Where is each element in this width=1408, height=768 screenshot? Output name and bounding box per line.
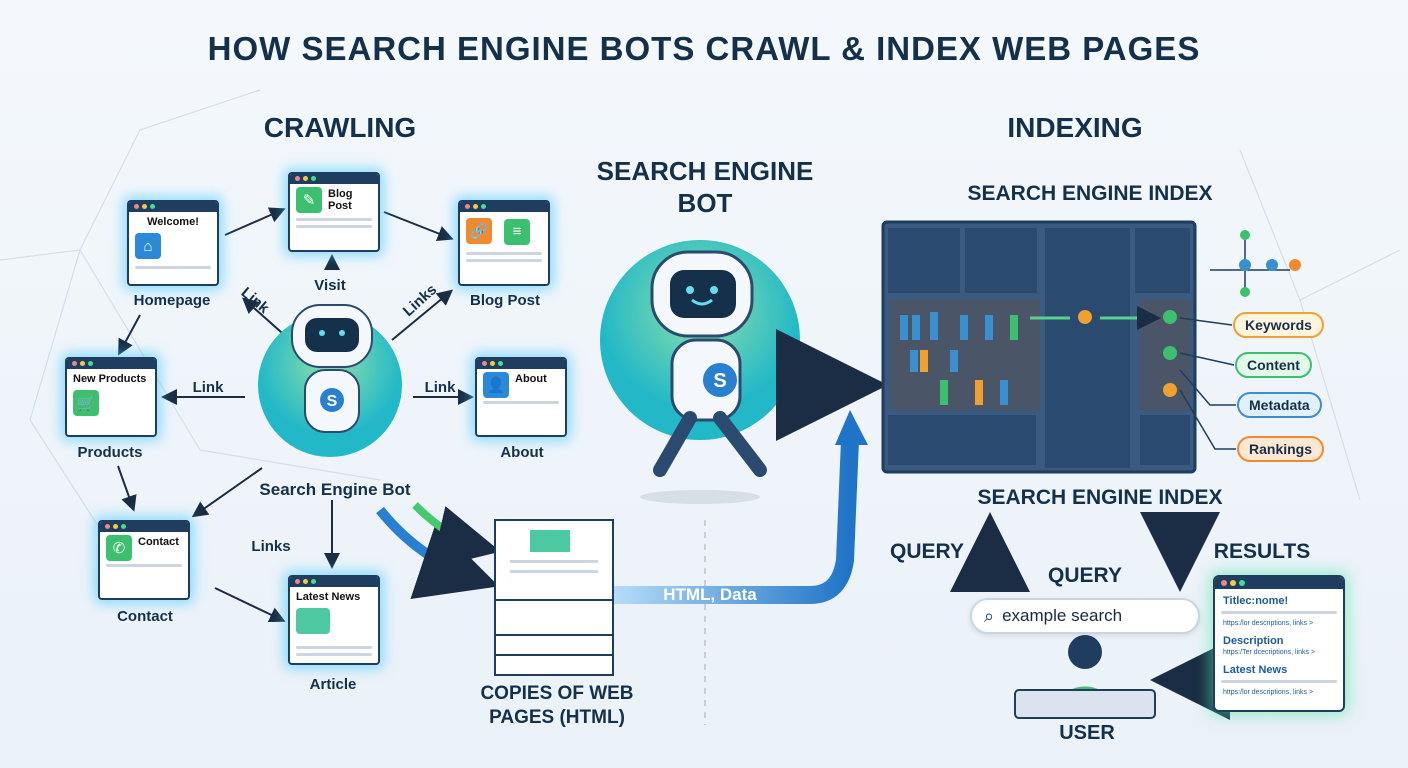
big-robot-icon	[650, 250, 767, 477]
homepage-card[interactable]: Welcome! ⌂	[127, 200, 219, 286]
tag-keywords: Keywords	[1233, 312, 1324, 338]
page-label: Blog Post	[470, 292, 540, 309]
card-title: About	[515, 373, 547, 385]
user-profile-icon: 👤	[483, 372, 509, 398]
page-label: Contact	[117, 608, 173, 625]
page-label: About	[500, 444, 544, 461]
blog-post-card-1[interactable]: ✎Blog Post	[288, 172, 380, 252]
products-card[interactable]: New Products 🛒	[65, 357, 157, 437]
result-title[interactable]: Description	[1223, 635, 1284, 647]
card-title: Contact	[138, 536, 179, 548]
crawling-heading: CRAWLING	[263, 112, 417, 143]
search-input[interactable]: ⌕ example search	[970, 598, 1200, 634]
home-icon: ⌂	[135, 233, 161, 259]
result-url[interactable]: https:/lor descriptions, links >	[1223, 620, 1314, 627]
bot-heading-1: SEARCH ENGINE	[596, 156, 814, 186]
result-title[interactable]: Titlec:nome!	[1223, 595, 1289, 607]
user-label: USER	[1059, 722, 1115, 744]
edge-label: Link	[424, 379, 456, 396]
card-title: Welcome!	[147, 216, 199, 228]
bot-heading-2: BOT	[677, 188, 733, 218]
edge-label: Visit	[314, 277, 346, 294]
link-icon: 🔗	[466, 218, 492, 244]
bot-badge-big: S	[713, 370, 726, 392]
result-title[interactable]: Latest News	[1223, 664, 1288, 676]
graph-nodes	[1239, 230, 1301, 297]
card-title: Blog Post	[328, 188, 353, 212]
search-value: example search	[1002, 606, 1123, 625]
card-title: New Products	[73, 373, 147, 385]
query-arrow-label: QUERY	[890, 540, 964, 563]
tag-content: Content	[1235, 352, 1312, 378]
results-card: Titlec:nome! https:/lor descriptions, li…	[1213, 575, 1345, 712]
copies-label-2: PAGES (HTML)	[489, 707, 625, 728]
cart-icon: 🛒	[73, 390, 99, 416]
index-label-top: SEARCH ENGINE INDEX	[967, 182, 1213, 205]
bot-label: Search Engine Bot	[259, 480, 411, 499]
tag-connectors	[1179, 235, 1290, 450]
network-background	[0, 89, 1401, 561]
results-arrow-label: RESULTS	[1213, 540, 1311, 563]
page-label: Article	[309, 676, 357, 693]
bot-badge-small: S	[327, 393, 338, 410]
server-rack	[881, 220, 1197, 474]
page-label: Homepage	[133, 292, 211, 309]
index-label-bottom: SEARCH ENGINE INDEX	[977, 486, 1223, 509]
query-label: QUERY	[1048, 564, 1122, 587]
document-icon: ≡	[504, 218, 530, 245]
search-icon: ⌕	[984, 605, 995, 626]
tag-metadata: Metadata	[1237, 392, 1322, 418]
crawl-arrows	[117, 207, 474, 623]
phone-icon: ✆	[106, 535, 132, 561]
edit-icon: ✎	[296, 187, 322, 213]
image-icon	[296, 608, 330, 634]
edge-label: Links	[251, 538, 291, 555]
tag-rankings: Rankings	[1237, 436, 1325, 462]
latest-news-card[interactable]: Latest News	[288, 575, 380, 665]
copies-label-1: COPIES OF WEB	[480, 683, 634, 704]
edge-label: Link	[192, 379, 224, 396]
html-data-arrow-label: HTML, Data	[663, 585, 757, 604]
small-robot-icon	[291, 304, 373, 433]
result-url[interactable]: https:/Ter dcecriptions, links >	[1223, 649, 1316, 656]
card-title: Latest News	[296, 591, 361, 603]
page-label: Products	[77, 444, 143, 461]
result-url[interactable]: https:/lor descriptions, links >	[1223, 689, 1314, 696]
blog-post-card-2[interactable]: 🔗≡	[458, 200, 550, 286]
page-title: HOW SEARCH ENGINE BOTS CRAWL & INDEX WEB…	[207, 30, 1201, 67]
user-icon	[1014, 635, 1156, 719]
indexing-heading: INDEXING	[1007, 112, 1143, 143]
about-card[interactable]: 👤 About	[475, 357, 567, 437]
html-copies-stack	[494, 519, 614, 676]
contact-card[interactable]: ✆ Contact	[98, 520, 190, 600]
